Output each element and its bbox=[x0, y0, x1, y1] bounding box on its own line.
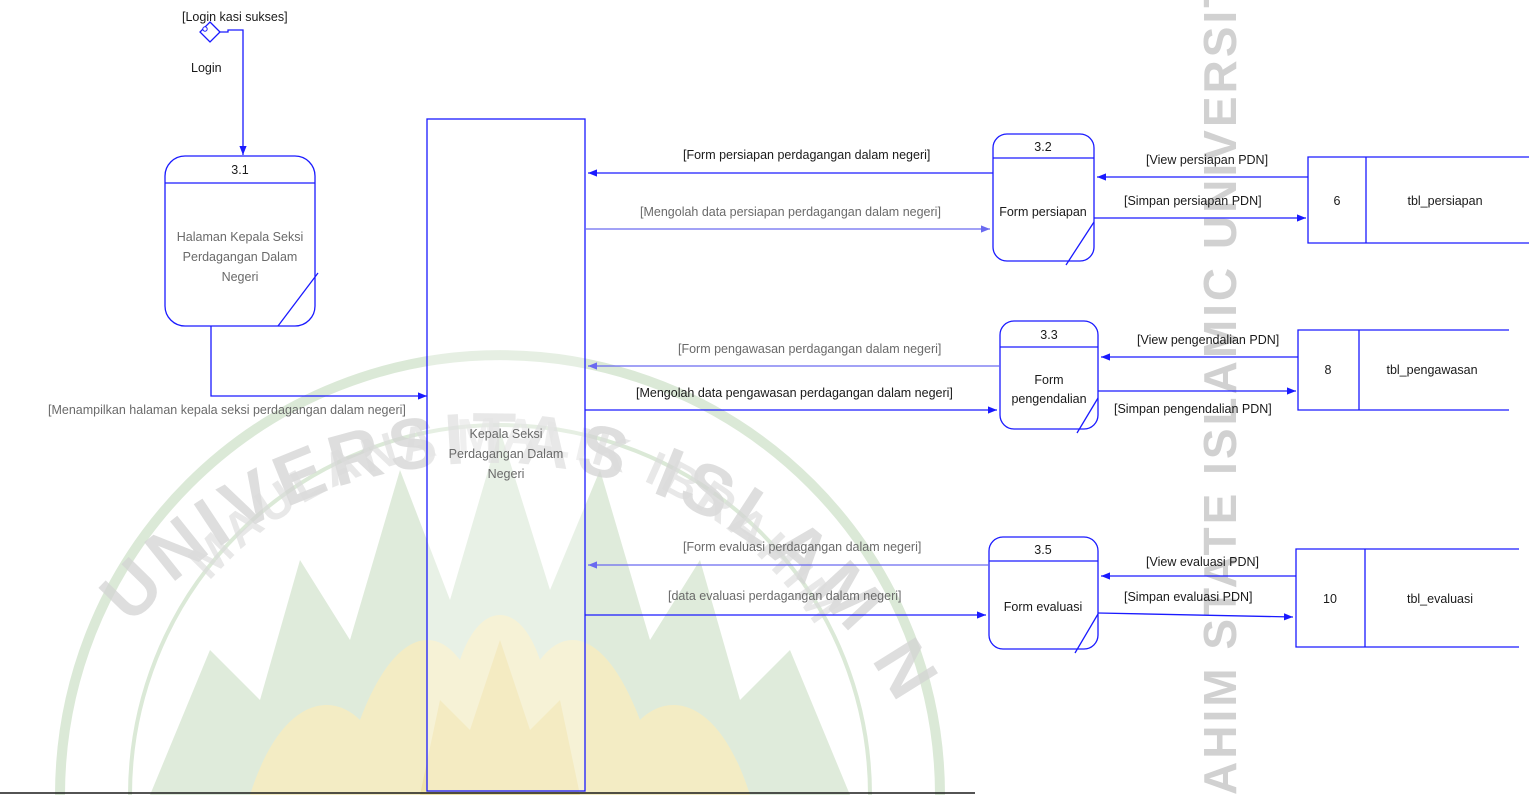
process-3-2-name: Form persiapan bbox=[999, 205, 1087, 219]
entity-name-1: Kepala Seksi bbox=[470, 427, 543, 441]
flow-simpan-evaluasi-label: [Simpan evaluasi PDN] bbox=[1124, 590, 1253, 604]
process-3-5[interactable]: 3.5 Form evaluasi bbox=[988, 536, 1099, 654]
process-3-1-name-1: Halaman Kepala Seksi bbox=[177, 230, 303, 244]
process-3-1-name-3: Negeri bbox=[222, 270, 259, 284]
datastore-tbl-pengawasan[interactable]: 8 tbl_pengawasan bbox=[1297, 329, 1509, 411]
watermark-side-text: AHIM STATE ISLAMIC UNIVERSITY OF bbox=[1194, 0, 1246, 795]
flow-entity-to-form-pengendalian-label: [Mengolah data pengawasan perdagangan da… bbox=[636, 386, 953, 400]
flow-form-pengawasan-to-entity-label: [Form pengawasan perdagangan dalam neger… bbox=[678, 342, 941, 356]
process-3-1[interactable]: 3.1 Halaman Kepala Seksi Perdagangan Dal… bbox=[164, 155, 319, 327]
process-3-3-name-1: Form bbox=[1034, 373, 1063, 387]
process-3-1-name-2: Perdagangan Dalam bbox=[183, 250, 298, 264]
flow-halaman-to-entity-label: [Menampilkan halaman kepala seksi perdag… bbox=[48, 403, 406, 417]
flow-form-evaluasi-to-entity-label: [Form evaluasi perdagangan dalam negeri] bbox=[683, 540, 921, 554]
datastore-tbl-persiapan[interactable]: 6 tbl_persiapan bbox=[1307, 156, 1529, 244]
entity-name-2: Perdagangan Dalam bbox=[449, 447, 564, 461]
process-3-2[interactable]: 3.2 Form persiapan bbox=[992, 133, 1095, 266]
login-event-label: Login bbox=[191, 61, 222, 75]
process-3-1-id: 3.1 bbox=[231, 163, 248, 177]
login-decision-diamond bbox=[199, 21, 221, 43]
login-guard-label: [Login kasi sukses] bbox=[182, 10, 288, 24]
flow-entity-to-form-evaluasi-label: [data evaluasi perdagangan dalam negeri] bbox=[668, 589, 902, 603]
watermark-emblem bbox=[55, 350, 945, 795]
process-3-2-id: 3.2 bbox=[1034, 140, 1051, 154]
flow-halaman-to-entity bbox=[210, 326, 427, 400]
flow-entity-to-form-persiapan-label: [Mengolah data persiapan perdagangan dal… bbox=[640, 205, 941, 219]
entity-kepala-seksi[interactable]: Kepala Seksi Perdagangan Dalam Negeri bbox=[426, 118, 586, 792]
flow-form-persiapan-to-entity-label: [Form persiapan perdagangan dalam negeri… bbox=[683, 148, 930, 162]
datastore-10-number: 10 bbox=[1323, 592, 1337, 606]
flow-simpan-persiapan-label: [Simpan persiapan PDN] bbox=[1124, 194, 1262, 208]
datastore-6-number: 6 bbox=[1334, 194, 1341, 208]
datastore-8-name: tbl_pengawasan bbox=[1386, 363, 1477, 377]
process-3-3[interactable]: 3.3 Form pengendalian bbox=[999, 320, 1099, 434]
login-flow-line bbox=[220, 29, 247, 155]
process-3-5-name: Form evaluasi bbox=[1004, 600, 1083, 614]
flow-view-evaluasi-label: [View evaluasi PDN] bbox=[1146, 555, 1259, 569]
process-3-5-id: 3.5 bbox=[1034, 543, 1051, 557]
datastore-10-name: tbl_evaluasi bbox=[1407, 592, 1473, 606]
datastore-6-name: tbl_persiapan bbox=[1407, 194, 1482, 208]
datastore-8-number: 8 bbox=[1325, 363, 1332, 377]
flow-view-persiapan-label: [View persiapan PDN] bbox=[1146, 153, 1268, 167]
process-3-3-id: 3.3 bbox=[1040, 328, 1057, 342]
flow-view-pengendalian-label: [View pengendalian PDN] bbox=[1137, 333, 1279, 347]
login-start-dot bbox=[202, 26, 208, 32]
login-start: [Login kasi sukses] Login bbox=[182, 10, 288, 155]
process-3-3-name-2: pengendalian bbox=[1011, 392, 1086, 406]
flow-simpan-pengendalian-label: [Simpan pengendalian PDN] bbox=[1114, 402, 1272, 416]
flow-simpan-evaluasi bbox=[1097, 612, 1294, 621]
entity-name-3: Negeri bbox=[488, 467, 525, 481]
datastore-tbl-evaluasi[interactable]: 10 tbl_evaluasi bbox=[1295, 548, 1519, 648]
